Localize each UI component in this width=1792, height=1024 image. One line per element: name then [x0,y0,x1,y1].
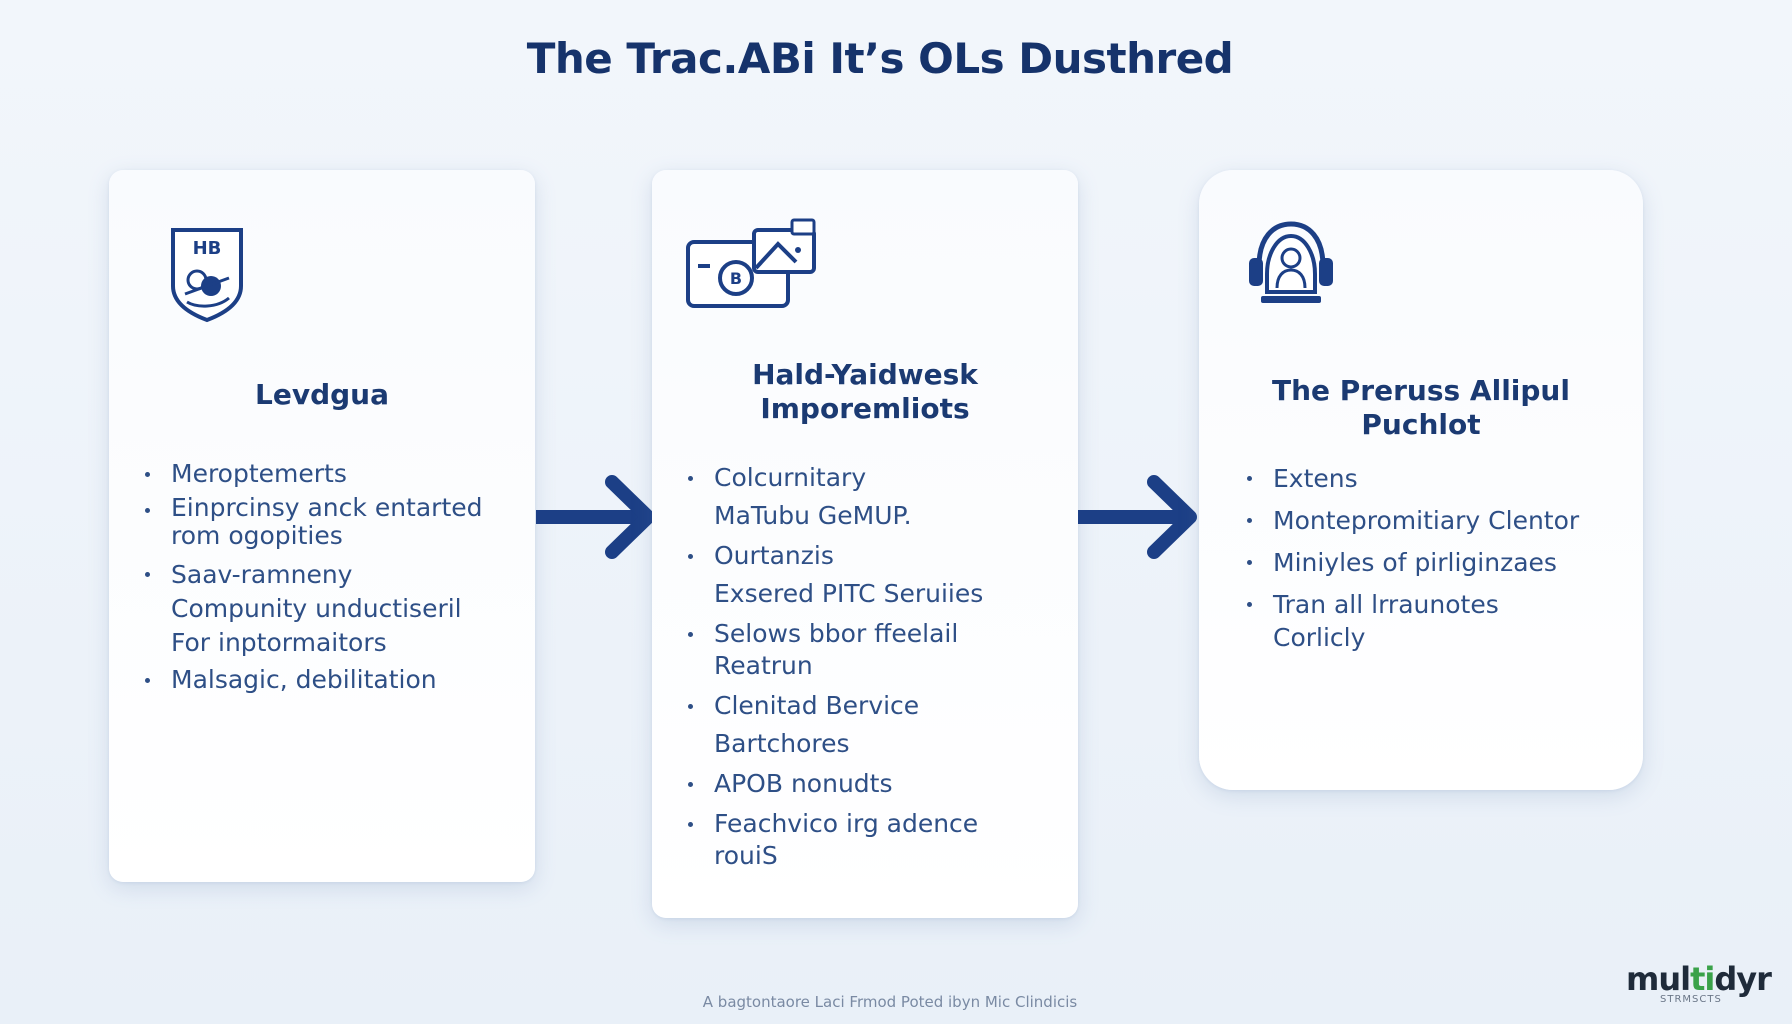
list-item: Montepromitiary Clentor [1241,504,1631,537]
person-headset-icon [1249,221,1333,303]
camera-photo-icon: B [686,218,816,308]
flow-arrow-right-icon [1078,475,1197,559]
logo-subtitle: STRMSCTS [1660,994,1722,1005]
brand-logo: multidyr STRMSCTS [1626,960,1772,1005]
step-card-2: B Hald-Yaidwesk Imporemliots Colcurnitar… [652,170,1078,918]
footer-caption: A bagtontaore Laci Frmod Poted ibyn Mic … [702,993,1078,1011]
list-item: Extens [1241,462,1631,495]
step-card-3: The Preruss Allipul Puchlot Extens Monte… [1199,170,1643,790]
badge-text: HB [193,238,222,259]
card-title: Levdgua [255,378,389,411]
shield-badge-icon: HB [171,228,243,323]
card-title: The Preruss Allipul Puchlot [1272,374,1570,441]
step-card-1: HB Levdgua Meroptemerts Einprcinsy anck … [109,170,535,882]
logo-wordmark: multidyr [1626,960,1772,998]
diagram-title: The Trac.ABi It’s OLs Dusthred [526,34,1234,83]
list-item: Meroptemerts [139,458,519,490]
svg-text:B: B [730,269,742,288]
list-item: Malsagic, debilitation [139,664,519,696]
bullet-list: Extens Montepromitiary Clentor Miniyles … [1241,462,1631,663]
card-title: Hald-Yaidwesk Imporemliots [752,358,978,425]
list-item: Miniyles of pirliginzaes [1241,546,1631,579]
list-item: APOB nonudts [682,768,1062,800]
flow-arrow-right-icon [536,475,655,559]
